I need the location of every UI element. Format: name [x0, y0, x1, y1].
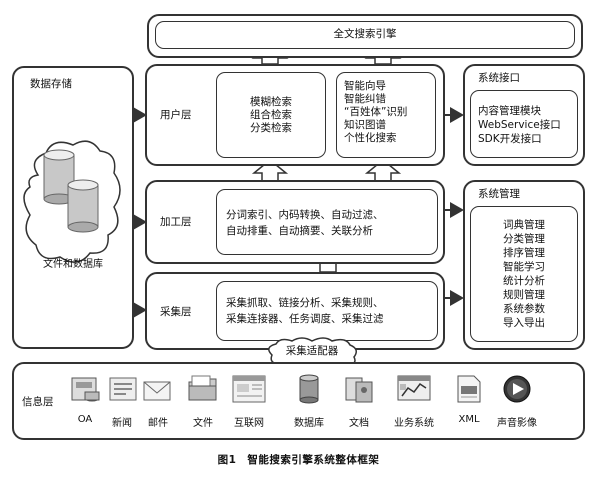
database-icon	[299, 374, 319, 404]
source-label-news: 新闻	[112, 418, 132, 429]
search-type-item: 模糊检索	[250, 96, 292, 108]
system-interface-item: SDK开发接口	[478, 133, 542, 145]
process-layer-features-box	[216, 189, 438, 255]
source-label-business-system: 业务系统	[394, 418, 434, 429]
business-system-icon	[397, 375, 431, 401]
full-text-search-engine-inner	[155, 21, 575, 49]
user-layer-search-types-box	[216, 72, 326, 158]
figure-caption: 图1 智能搜索引擎系统整体框架	[217, 454, 380, 466]
source-label-oa: OA	[77, 414, 93, 425]
user-layer-name: 用户层	[160, 109, 192, 121]
smart-feature-item: 知识图谱	[344, 119, 386, 131]
internet-icon	[232, 375, 266, 403]
search-type-item: 分类检索	[250, 122, 292, 134]
system-interface-items: 内容管理模块 WebService接口 SDK开发接口	[478, 104, 561, 146]
data-storage-title: 数据存储	[30, 78, 72, 90]
system-management-title: 系统管理	[478, 188, 520, 200]
collect-feature-line: 采集连接器、任务调度、采集过滤	[226, 313, 384, 325]
system-interface-title: 系统接口	[478, 72, 520, 84]
full-text-search-engine-label: 全文搜索引擎	[333, 28, 397, 40]
mail-icon	[143, 381, 171, 401]
source-label-internet: 互联网	[234, 418, 264, 429]
source-label-folder: 文件	[193, 418, 213, 429]
source-label-mail: 邮件	[148, 418, 168, 429]
source-label-database: 数据库	[294, 418, 324, 429]
user-layer-smart-features-box	[336, 72, 436, 158]
system-management-item: 系统参数	[503, 303, 545, 315]
folder-icon	[188, 375, 217, 401]
disk-cylinder-right	[67, 179, 99, 233]
system-management-items-box	[470, 206, 578, 342]
xml-icon	[457, 375, 481, 403]
system-management-items: 词典管理 分类管理 排序管理 智能学习 统计分析 规则管理 系统参数 导入导出	[470, 218, 578, 330]
process-layer-name: 加工层	[160, 216, 192, 228]
user-layer-search-types: 模糊检索 组合检索 分类检索	[216, 96, 326, 135]
user-layer-smart-features: 智能向导 智能纠错 “百姓体”识别 知识图谱 个性化搜索	[344, 80, 407, 145]
system-management-item: 词典管理	[503, 219, 545, 231]
smart-feature-item: “百姓体”识别	[344, 106, 408, 118]
system-management-item: 排序管理	[503, 247, 545, 259]
process-feature-line: 分词索引、内码转换、自动过滤、	[226, 209, 384, 221]
system-interface-item: WebService接口	[478, 119, 561, 131]
news-icon	[109, 377, 137, 401]
files-and-database-label: 文件和数据库	[43, 259, 103, 270]
system-management-item: 统计分析	[503, 275, 545, 287]
collect-layer-features: 采集抓取、链接分析、采集规则、 采集连接器、任务调度、采集过滤	[226, 295, 384, 327]
system-management-item: 分类管理	[503, 233, 545, 245]
oa-icon	[71, 377, 100, 402]
collect-feature-line: 采集抓取、链接分析、采集规则、	[226, 297, 384, 309]
smart-feature-item: 个性化搜索	[344, 132, 397, 144]
process-layer-features: 分词索引、内码转换、自动过滤、 自动排重、自动摘要、关联分析	[226, 207, 384, 239]
system-interface-item: 内容管理模块	[478, 105, 541, 117]
collect-layer-name: 采集层	[160, 306, 192, 318]
information-layer-box	[12, 362, 585, 440]
search-type-item: 组合检索	[250, 109, 292, 121]
system-management-item: 规则管理	[503, 289, 545, 301]
smart-feature-item: 智能向导	[344, 80, 386, 92]
source-label-xml: XML	[458, 414, 480, 425]
system-management-item: 智能学习	[503, 261, 545, 273]
disk-cylinder-left	[43, 149, 75, 205]
adapter-label: 采集适配器	[285, 345, 339, 357]
media-icon	[503, 375, 531, 403]
source-label-media: 声音影像	[497, 418, 537, 429]
system-management-item: 导入导出	[503, 317, 545, 329]
data-storage-cloud-icon	[23, 140, 121, 263]
document-icon	[345, 377, 373, 403]
system-interface-items-box	[470, 90, 578, 158]
process-feature-line: 自动排重、自动摘要、关联分析	[226, 225, 373, 237]
information-layer-name: 信息层	[22, 396, 54, 408]
smart-feature-item: 智能纠错	[344, 93, 386, 105]
source-label-document: 文档	[349, 418, 369, 429]
